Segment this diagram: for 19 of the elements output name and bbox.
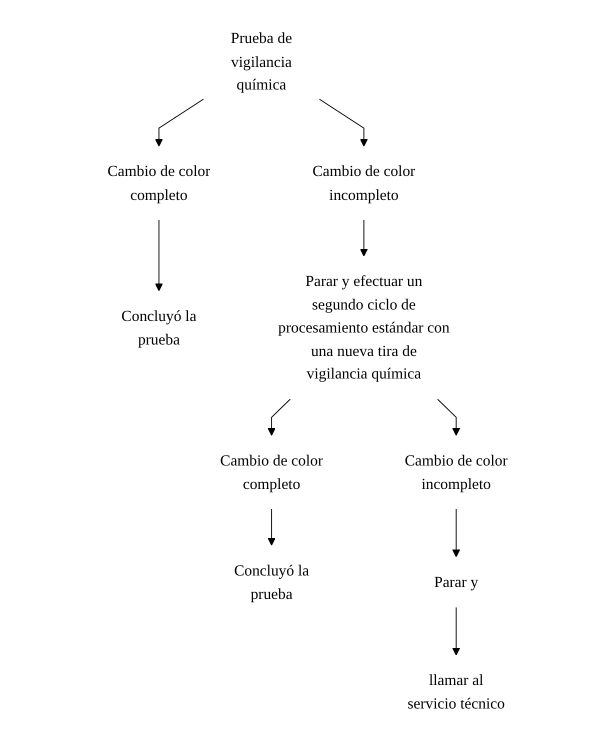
node-text: Parar y efectuar un segundo ciclo de procesamiento estándar con una nueva tira de vigilancia química [278, 272, 450, 382]
arrow [452, 508, 460, 557]
node-text: Parar y [434, 572, 478, 590]
node-text: Concluyó la prueba [234, 561, 310, 602]
arrow [154, 98, 204, 146]
node-text: llamar al servicio técnico [407, 671, 505, 712]
node-text: Cambio de color incompleto [404, 451, 508, 492]
node-text: Concluyó la prueba [121, 306, 196, 348]
arrow [154, 218, 163, 291]
arrow [452, 606, 460, 656]
node-text: Cambio de color completo [220, 451, 323, 492]
node-text: Cambio de color incompleto [312, 162, 416, 203]
node-text: Prueba de vigilancia química [230, 29, 292, 93]
arrow [268, 398, 291, 436]
arrow [268, 508, 276, 546]
arrow [360, 218, 368, 256]
arrow [318, 98, 368, 146]
node-text: Cambio de color completo [107, 162, 210, 203]
arrow [436, 398, 460, 436]
